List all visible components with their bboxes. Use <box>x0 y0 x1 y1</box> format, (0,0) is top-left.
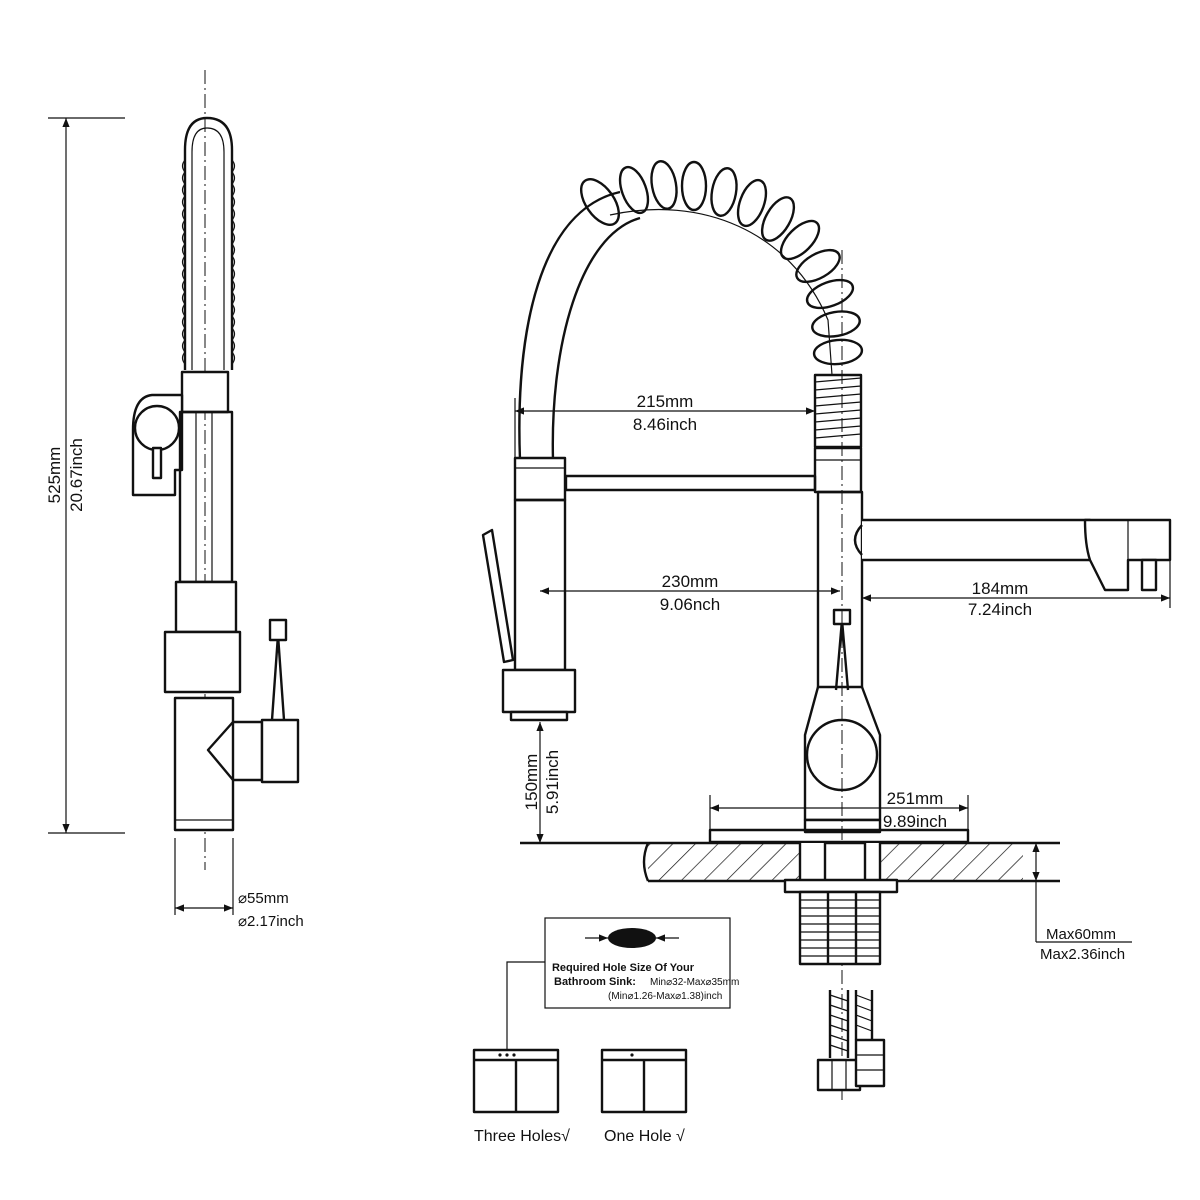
spring-coils <box>579 160 864 366</box>
base-diameter-inch-label: ⌀2.17inch <box>238 913 304 930</box>
note-line-2a: Bathroom Sink: <box>554 976 636 988</box>
deck-thickness-dimension: Max60mm Max2.36inch <box>1032 843 1132 963</box>
base-diameter-dimension: ⌀55mm ⌀2.17inch <box>174 838 304 930</box>
height-dimension: 525mm 20.67inch <box>45 117 125 834</box>
plate-inch-label: 9.89inch <box>883 812 947 831</box>
side-coil-beads <box>181 159 236 365</box>
deck-mm-label: Max60mm <box>1046 926 1116 943</box>
plate-dimension: 251mm 9.89inch <box>709 789 969 831</box>
spray-mm-label: 150mm <box>522 754 541 811</box>
front-view-faucet <box>481 160 1172 1100</box>
side-inch-label: 7.24inch <box>968 600 1032 619</box>
note-line-3: (Min⌀1.26-Max⌀1.38)inch <box>608 991 722 1002</box>
reach-mm-label: 215mm <box>637 392 694 411</box>
counter-section <box>520 841 1060 883</box>
spout-inch-label: 9.06nch <box>660 595 721 614</box>
height-mm-label: 525mm <box>45 447 64 504</box>
reach-inch-label: 8.46inch <box>633 415 697 434</box>
spray-inch-label: 5.91inch <box>543 750 562 814</box>
note-line-1: Required Hole Size Of Your <box>552 962 695 974</box>
three-holes-option: Three Holes√ <box>472 1048 570 1145</box>
side-mm-label: 184mm <box>972 579 1029 598</box>
one-hole-label: One Hole √ <box>604 1128 685 1145</box>
base-diameter-mm-label: ⌀55mm <box>238 890 289 907</box>
hole-icon <box>585 928 679 948</box>
hole-size-note: Required Hole Size Of Your Bathroom Sink… <box>506 917 739 1050</box>
plate-mm-label: 251mm <box>887 789 944 808</box>
one-hole-option: One Hole √ <box>600 1048 688 1145</box>
spout-mm-label: 230mm <box>662 572 719 591</box>
three-holes-label: Three Holes√ <box>474 1128 570 1145</box>
reach-dimension: 215mm 8.46inch <box>514 392 815 460</box>
height-inch-label: 20.67inch <box>67 438 86 512</box>
note-line-2b: Min⌀32-Max⌀35mm <box>650 977 739 988</box>
deck-inch-label: Max2.36inch <box>1040 946 1125 963</box>
side-spout-dimension: 184mm 7.24inch <box>862 560 1171 619</box>
mounting-shank <box>783 841 899 1092</box>
spray-height-dimension: 150mm 5.91inch <box>522 722 562 843</box>
side-view-faucet <box>131 70 300 870</box>
spout-dimension: 230mm 9.06nch <box>540 572 840 614</box>
